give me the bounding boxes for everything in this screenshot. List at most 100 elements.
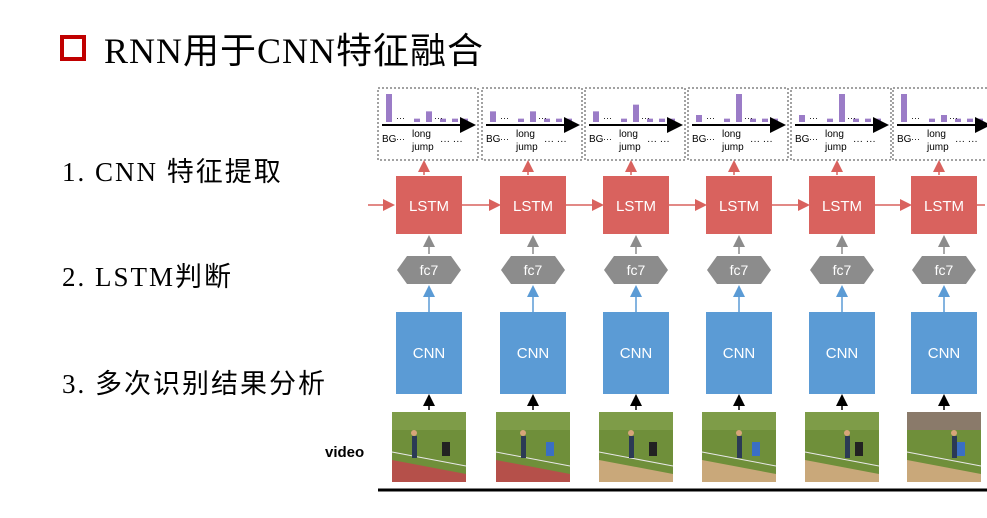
score-bar — [440, 118, 446, 122]
frame-track — [392, 460, 466, 482]
lstm-box — [911, 176, 977, 234]
bar-ellipsis: ··· — [847, 113, 856, 123]
class-label-tail: ··· ··· — [440, 136, 463, 147]
cnn-label: CNN — [826, 345, 859, 362]
lstm-label: LSTM — [719, 198, 759, 215]
score-bar — [772, 118, 778, 122]
frame-lane-line — [701, 451, 777, 467]
bar-ellipsis: ··· — [809, 113, 818, 123]
score-bar — [490, 111, 496, 122]
frame-stands — [702, 412, 776, 430]
fc7-hexagon — [501, 256, 565, 284]
score-bar — [518, 118, 524, 122]
lstm-label: LSTM — [822, 198, 862, 215]
lstm-label: LSTM — [409, 198, 449, 215]
frame-lane-line — [495, 451, 571, 467]
bar-ellipsis: ··· — [706, 113, 715, 123]
bar-ellipsis: ··· — [434, 113, 443, 123]
lstm-box — [396, 176, 462, 234]
frame-athlete-head — [520, 430, 526, 436]
cnn-box — [809, 312, 875, 394]
frame-athlete — [629, 436, 634, 458]
score-bar — [724, 118, 730, 122]
frame-athlete — [521, 436, 526, 458]
class-label-jump: jump — [926, 142, 949, 153]
video-label: video — [325, 444, 365, 461]
class-label-long: long — [516, 129, 535, 140]
bar-ellipsis: ··· — [911, 113, 920, 123]
lstm-label: LSTM — [616, 198, 656, 215]
lstm-label: LSTM — [924, 198, 964, 215]
frame-lane-line — [906, 451, 982, 467]
bar-ellipsis: ··· — [500, 113, 509, 123]
frame-track — [496, 460, 570, 482]
score-bar — [556, 118, 562, 122]
class-label-long: long — [619, 129, 638, 140]
fc7-label: fc7 — [524, 262, 543, 278]
slide-title: RNN用于CNN特征融合 — [60, 22, 484, 74]
score-bar — [736, 94, 742, 122]
frame-official — [752, 442, 760, 456]
frame-official — [442, 442, 450, 456]
frame-athlete — [952, 436, 957, 458]
score-bar — [827, 118, 833, 122]
score-bar — [621, 118, 627, 122]
title-square-icon — [60, 35, 86, 61]
score-bar — [696, 115, 702, 122]
class-label-bg: BG — [795, 134, 810, 145]
class-label-long: long — [927, 129, 946, 140]
frame-stands — [496, 412, 570, 430]
score-bar — [901, 94, 907, 122]
lstm-box — [706, 176, 772, 234]
frame-lane-line — [391, 451, 467, 467]
step-2: 2. LSTM判断 — [62, 262, 234, 292]
class-label-bg: BG — [486, 134, 501, 145]
score-bar — [386, 94, 392, 122]
class-label-jump: jump — [824, 142, 847, 153]
score-bar — [853, 118, 859, 122]
frame-lane-line — [804, 451, 880, 467]
frame-athlete-head — [628, 430, 634, 436]
fc7-label: fc7 — [730, 262, 749, 278]
frame-track — [907, 460, 981, 482]
class-label-dots: ··· — [809, 134, 818, 144]
cnn-box — [603, 312, 669, 394]
score-bar — [839, 94, 845, 122]
fc7-label: fc7 — [627, 262, 646, 278]
cnn-box — [396, 312, 462, 394]
fc7-hexagon — [707, 256, 771, 284]
score-bar — [414, 118, 420, 122]
class-label-long: long — [825, 129, 844, 140]
frame-track — [805, 460, 879, 482]
score-bar — [462, 118, 468, 122]
class-label-dots: ··· — [706, 134, 715, 144]
frame-athlete-head — [951, 430, 957, 436]
score-bar — [929, 118, 935, 122]
score-bar — [530, 111, 536, 122]
cnn-label: CNN — [620, 345, 653, 362]
frame-athlete-head — [736, 430, 742, 436]
lstm-label: LSTM — [513, 198, 553, 215]
step-3: 3. 多次识别结果分析 — [62, 369, 327, 399]
frame-athlete-head — [411, 430, 417, 436]
score-bar — [452, 118, 458, 122]
lstm-box — [809, 176, 875, 234]
class-label-dots: ··· — [603, 134, 612, 144]
bar-ellipsis: ··· — [538, 113, 547, 123]
score-bar — [659, 118, 665, 122]
frame-official — [649, 442, 657, 456]
score-bar — [762, 118, 768, 122]
class-label-long: long — [722, 129, 741, 140]
class-label-bg: BG — [897, 134, 912, 145]
frame-athlete — [412, 436, 417, 458]
fc7-hexagon — [604, 256, 668, 284]
score-bar — [941, 115, 947, 122]
frame-official — [855, 442, 863, 456]
lstm-box — [500, 176, 566, 234]
cnn-label: CNN — [928, 345, 961, 362]
class-label-jump: jump — [618, 142, 641, 153]
class-label-jump: jump — [411, 142, 434, 153]
frame-athlete — [737, 436, 742, 458]
lstm-box — [603, 176, 669, 234]
